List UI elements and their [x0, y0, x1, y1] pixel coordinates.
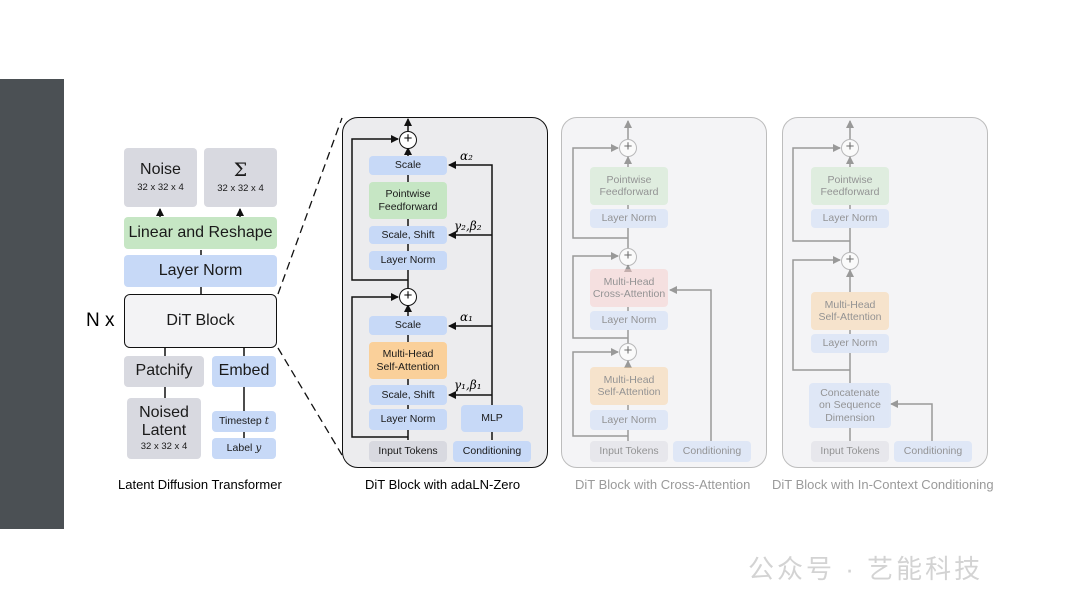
label-label: Label — [226, 442, 253, 455]
incontext-pointwise-feedforward: Pointwise Feedforward — [811, 167, 889, 205]
timestep-label: Timestep — [218, 415, 262, 428]
repeat-label: N x — [86, 310, 115, 331]
incontext-pointwise-line-2: Feedforward — [820, 186, 880, 198]
watermark: 公众号 · 艺能科技 — [748, 554, 984, 584]
gamma2-beta2-label: γ₂,β₂ — [454, 219, 482, 233]
sigma-output: Σ 32 x 32 x 4 — [204, 148, 277, 207]
adaln-mhsa-line-1: Multi-Head — [382, 348, 434, 361]
incontext-concat-line-3: Dimension — [825, 411, 875, 424]
incontext-concatenate: Concatenate on Sequence Dimension — [809, 383, 891, 428]
cross-conditioning: Conditioning — [673, 441, 751, 462]
adaln-input-tokens: Input Tokens — [369, 441, 447, 462]
incontext-add-icon-2: + — [841, 252, 859, 270]
noise-title: Noise — [140, 161, 181, 179]
incontext-multi-head-self-attention: Multi-Head Self-Attention — [811, 292, 889, 330]
cross-input-tokens: Input Tokens — [590, 441, 668, 462]
incontext-mhsa-line-1: Multi-Head — [824, 298, 876, 311]
cross-add-icon-3: + — [619, 343, 637, 361]
cross-attention-panel — [561, 117, 767, 468]
sigma-dim: 32 x 32 x 4 — [217, 183, 264, 195]
adaln-pointwise-line-2: Feedforward — [378, 200, 438, 213]
incontext-pointwise-line-1: Pointwise — [827, 173, 873, 186]
cross-multi-head-cross-attention: Multi-Head Cross-Attention — [590, 269, 668, 307]
cross-layer-norm-1: Layer Norm — [590, 209, 668, 228]
adaln-layer-norm-bottom: Layer Norm — [369, 409, 447, 430]
cross-mhsa-line-1: Multi-Head — [603, 373, 655, 386]
incontext-concat-line-2: on Sequence — [819, 399, 881, 412]
incontext-mhsa-line-2: Self-Attention — [818, 311, 882, 323]
adaln-scale-shift-top: Scale, Shift — [369, 226, 447, 244]
noised-latent-title-1: Noised — [139, 403, 189, 421]
add-icon-middle: + — [399, 288, 417, 306]
cross-layer-norm-2: Layer Norm — [590, 311, 668, 330]
label-box: Label y — [212, 438, 276, 459]
cross-add-icon-2: + — [619, 248, 637, 266]
incontext-add-icon-1: + — [841, 139, 859, 157]
sigma-title: Σ — [233, 158, 248, 181]
dit-block-label: DiT Block — [166, 311, 235, 329]
adaln-mhsa-line-2: Self-Attention — [376, 360, 440, 373]
adaln-scale-top: Scale — [369, 156, 447, 175]
adaln-layer-norm-top: Layer Norm — [369, 251, 447, 270]
cross-pointwise-line-1: Pointwise — [606, 173, 652, 186]
cross-layer-norm-3: Layer Norm — [590, 410, 668, 430]
cross-multi-head-self-attention: Multi-Head Self-Attention — [590, 367, 668, 405]
alpha2-label: α₂ — [460, 149, 473, 163]
caption-adaln-zero: DiT Block with adaLN-Zero — [365, 477, 521, 492]
noised-latent-dim: 32 x 32 x 4 — [140, 441, 188, 453]
adaln-pointwise-feedforward: Pointwise Feedforward — [369, 182, 447, 219]
embed-box: Embed — [212, 356, 276, 387]
add-icon-top: + — [399, 131, 417, 149]
cross-mhsa-line-2: Self-Attention — [597, 386, 661, 398]
incontext-concat-line-1: Concatenate — [820, 387, 880, 400]
label-symbol: y — [255, 442, 262, 455]
patchify-box: Patchify — [124, 356, 204, 387]
caption-cross-attention: DiT Block with Cross-Attention — [575, 477, 751, 492]
alpha1-label: α₁ — [460, 310, 473, 324]
adaln-pointwise-line-1: Pointwise — [385, 188, 431, 201]
incontext-layer-norm-2: Layer Norm — [811, 334, 889, 353]
incontext-layer-norm-1: Layer Norm — [811, 209, 889, 228]
linear-reshape-box: Linear and Reshape — [124, 217, 277, 249]
timestep-symbol: t — [264, 415, 270, 428]
noised-latent-input: Noised Latent 32 x 32 x 4 — [127, 398, 201, 459]
cross-add-icon-1: + — [619, 139, 637, 157]
dit-block-box: DiT Block — [124, 294, 277, 348]
noised-latent-title-2: Latent — [141, 422, 187, 440]
adaln-mlp: MLP — [461, 405, 523, 432]
caption-in-context-conditioning: DiT Block with In-Context Conditioning — [772, 477, 994, 492]
cross-mhca-line-2: Cross-Attention — [592, 288, 666, 300]
cross-mhca-line-1: Multi-Head — [603, 275, 655, 288]
caption-latent-diffusion-transformer: Latent Diffusion Transformer — [118, 477, 282, 492]
adaln-scale-shift-bottom: Scale, Shift — [369, 385, 447, 405]
gamma1-beta1-label: γ₁,β₁ — [454, 378, 482, 392]
in-context-panel — [782, 117, 988, 468]
timestep-box: Timestep t — [212, 411, 276, 432]
adaln-multi-head-self-attention: Multi-Head Self-Attention — [369, 342, 447, 379]
cross-pointwise-line-2: Feedforward — [599, 186, 659, 198]
incontext-input-tokens: Input Tokens — [811, 441, 889, 462]
adaln-scale-bottom: Scale — [369, 316, 447, 335]
layer-norm-box: Layer Norm — [124, 255, 277, 287]
noise-dim: 32 x 32 x 4 — [137, 181, 184, 193]
cross-pointwise-feedforward: Pointwise Feedforward — [590, 167, 668, 205]
incontext-conditioning: Conditioning — [894, 441, 972, 462]
noise-output: Noise 32 x 32 x 4 — [124, 148, 197, 207]
adaln-conditioning: Conditioning — [453, 441, 531, 462]
left-side-bar — [0, 79, 64, 529]
